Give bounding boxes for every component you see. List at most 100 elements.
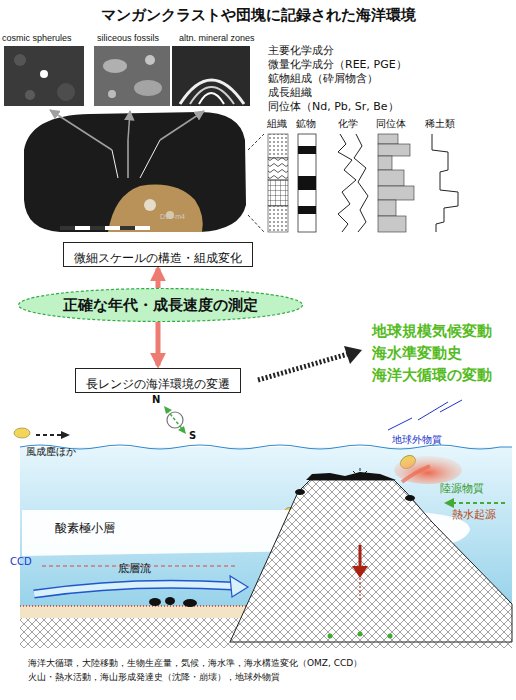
process-box: 微細スケールの構造・組成変化 xyxy=(63,242,253,267)
pointer-arrows-part xyxy=(50,110,112,150)
seamount-part xyxy=(360,578,361,600)
process-label: 地球外物質 xyxy=(392,434,442,446)
double-arrow xyxy=(156,269,161,289)
compass xyxy=(164,406,186,434)
texture-column-part xyxy=(268,180,288,206)
meteor-streaks-part xyxy=(418,402,448,420)
micrograph-cosmic-part xyxy=(14,54,26,66)
isotope-bars-part xyxy=(378,144,410,156)
analysis-item: 成長組織 xyxy=(268,86,312,99)
dotted-arrow-part xyxy=(258,354,348,380)
crust-photo-part xyxy=(60,226,75,230)
mineral-column-part xyxy=(298,146,316,154)
wind-dust-part xyxy=(36,434,62,436)
seamount-part xyxy=(306,472,396,480)
wind-dust xyxy=(14,428,70,439)
texture-column-part xyxy=(268,134,288,158)
crust-photo xyxy=(24,112,246,232)
seafloor-part xyxy=(149,598,161,606)
analysis-item: 鉱物組成（砕屑物含） xyxy=(268,72,378,85)
compass-label: N xyxy=(152,394,160,406)
column-header: 化学 xyxy=(338,118,358,130)
micrograph-cosmic xyxy=(4,46,84,106)
analysis-item: 微量化学成分（REE, PGE） xyxy=(268,58,407,71)
micrograph-siliceous xyxy=(94,46,170,106)
water-layer-label: 酸素極小層 xyxy=(55,521,115,535)
result-text: 海水準変動史 xyxy=(372,344,462,362)
hydrothermal-plume-part xyxy=(402,466,430,482)
chemistry-curves xyxy=(338,134,368,232)
mineral-column xyxy=(298,134,316,232)
micrograph-siliceous-part xyxy=(145,55,155,65)
dotted-arrow-part xyxy=(344,346,362,364)
terrigenous-arrow xyxy=(444,498,505,508)
process-label: 風成塵ほか xyxy=(26,446,76,458)
mineral-column-part xyxy=(298,206,316,214)
isotope-bars-part xyxy=(378,216,406,232)
ellipse-shape xyxy=(18,289,302,322)
dotted-arrow xyxy=(258,346,362,380)
crust-photo-part xyxy=(108,185,203,232)
seamount-part xyxy=(230,480,512,642)
micrograph-mineral-zones-part xyxy=(199,93,224,104)
column-header: 鉱物 xyxy=(296,118,316,130)
texture-column xyxy=(268,134,288,232)
sea-part xyxy=(20,445,512,449)
crust-photo-part xyxy=(90,226,105,230)
compass-part xyxy=(167,410,183,430)
process-label: 熱水起源 xyxy=(452,508,496,521)
seamount-part xyxy=(295,489,305,495)
key-ellipse: 正確な年代・成長速度の測定 xyxy=(17,287,304,323)
seamount-part xyxy=(359,545,362,568)
isotope-bars-part xyxy=(378,170,404,186)
wind-dust-part xyxy=(61,431,70,439)
compass-part xyxy=(164,406,172,414)
texture-column-part xyxy=(268,206,288,232)
dashed-leaders xyxy=(248,134,264,232)
micrograph-siliceous-part xyxy=(103,59,127,73)
micrograph-mineral-zones-part xyxy=(180,80,244,104)
pointer-arrows xyxy=(50,110,204,150)
seamount-part xyxy=(352,566,368,578)
node-text: 微細スケールの構造・組成変化 xyxy=(74,251,242,265)
node-text: 正確な年代・成長速度の測定 xyxy=(63,296,258,314)
micrograph-cosmic-part xyxy=(25,90,35,100)
isotope-bars-part xyxy=(378,200,396,216)
micrograph-cosmic-part xyxy=(40,70,48,78)
micrograph-mineral-zones-part xyxy=(190,87,234,104)
bottom-current-part xyxy=(34,584,232,594)
isotope-bars xyxy=(378,134,414,232)
analysis-item: 同位体（Nd, Pb, Sr, Be） xyxy=(268,100,399,113)
isotope-bars-part xyxy=(378,156,392,170)
isotope-bars-part xyxy=(378,186,414,200)
terrigenous-arrow-part xyxy=(454,502,505,504)
process-label: 陸源物質 xyxy=(440,482,484,495)
pointer-arrows-part xyxy=(160,111,204,140)
texture-column-part xyxy=(268,158,288,180)
bottom-current-part xyxy=(34,584,232,594)
terrigenous-arrow-part xyxy=(444,498,454,508)
isotope-bars-part xyxy=(378,134,398,144)
image-label: siliceous fossils xyxy=(97,33,159,44)
seamount-part xyxy=(405,495,415,501)
seamount-part xyxy=(388,634,393,639)
micrograph-siliceous-part xyxy=(108,90,116,98)
seamount-part xyxy=(328,634,333,639)
micrograph-mineral-zones-part xyxy=(172,46,250,106)
column-header: 組織 xyxy=(267,118,287,130)
micrograph-mineral-zones xyxy=(172,46,250,106)
micrograph-siliceous-part xyxy=(134,80,162,96)
pointer-arrows-part xyxy=(128,111,130,140)
result-text: 地球規模気候変動 xyxy=(372,322,492,340)
note-text: 火山・熱水活動，海山形成発達史（沈降・崩壊），地球外物質 xyxy=(28,672,280,683)
image-label: cosmic spherules xyxy=(2,33,72,44)
crust-photo-part xyxy=(144,199,156,211)
bottom-current-part xyxy=(230,576,248,597)
meteor-streaks-part xyxy=(440,400,462,412)
crust-photo-part xyxy=(60,226,150,230)
ree-curve-part xyxy=(432,134,458,232)
meteor-streaks-part xyxy=(388,418,412,430)
crust-photo-part xyxy=(112,140,160,178)
micrograph-cosmic-part xyxy=(4,46,84,106)
